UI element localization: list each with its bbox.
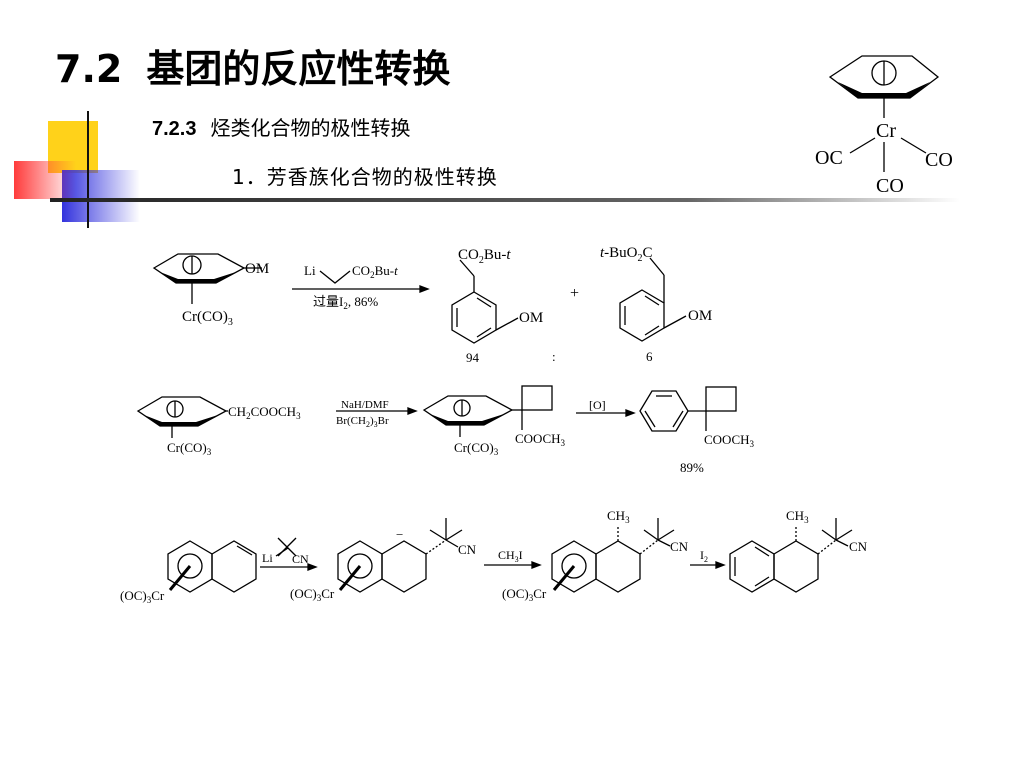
- r3-product-aromatic-ring: [729, 540, 775, 593]
- r3-product-second-ring: [773, 540, 819, 593]
- r1-reagent-li: Li: [304, 263, 316, 278]
- r3-mid2-metal: (OC)3Cr: [502, 586, 547, 603]
- r2-intermediate-group: COOCH3: [515, 431, 566, 448]
- reaction-1: OM Cr(CO)3 Li CO2Bu-t 过量I2, 86% CO2Bu-t …: [152, 245, 712, 365]
- r1-reactant-substituent: OM: [245, 261, 269, 277]
- r3-reagent-3: I2: [700, 548, 708, 564]
- subtitle-text: 烃类化合物的极性转换: [210, 116, 411, 140]
- subtitle-number: 7.2.3: [152, 118, 197, 140]
- title-number: 7.2: [55, 47, 123, 91]
- reaction-3: (OC)3Cr Li CN − CN (OC)3Cr CH3I CH3: [120, 508, 868, 605]
- section-heading: 1．芳香族化合物的极性转换: [232, 165, 498, 189]
- r1-reactant-ring: [152, 253, 246, 284]
- r1-ratio-minor: 6: [646, 349, 653, 364]
- r2-oxidant: [O]: [589, 398, 606, 412]
- complex-metal: Cr: [876, 120, 896, 142]
- r1-ratio-separator: :: [552, 349, 556, 364]
- r1-product2-substituent: OM: [688, 308, 712, 324]
- r3-reagent-2: CH3I: [498, 548, 523, 564]
- r1-product1-substituent: OM: [519, 310, 543, 326]
- r1-reactant-metal: Cr(CO)3: [182, 309, 233, 328]
- r2-intermediate-metal: Cr(CO)3: [454, 440, 499, 457]
- complex-ligand-bottom: CO: [876, 175, 904, 197]
- r3-reagent-cn: CN: [292, 552, 309, 566]
- r3-mid1-second-ring: [381, 540, 427, 593]
- r3-product-cn: CN: [849, 539, 868, 554]
- r2-reagent-bottom: Br(CH2)3Br: [336, 415, 389, 429]
- r3-mid1-cn: CN: [458, 542, 477, 557]
- r3-mid2-ch3: CH3: [607, 508, 630, 525]
- r2-yield: 89%: [680, 460, 704, 475]
- deco-horizontal-line: [50, 198, 960, 202]
- r1-reagent-ester: CO2Bu-t: [352, 263, 398, 280]
- r1-plus: +: [570, 285, 579, 302]
- r2-product-ring: [639, 390, 689, 432]
- r2-reactant-metal: Cr(CO)3: [167, 440, 212, 457]
- r3-mid2-cn: CN: [670, 539, 689, 554]
- r2-cyclobutane-1: [521, 385, 553, 411]
- r2-reactant-substituent: CH2COOCH3: [228, 404, 301, 421]
- r2-cyclobutane-2: [705, 386, 737, 412]
- r3-mid2-second-ring: [595, 540, 641, 593]
- r2-reagent-top: NaH/DMF: [341, 399, 389, 411]
- r1-product2-group: t-BuO2C: [600, 245, 653, 264]
- r2-intermediate-ring: [422, 395, 514, 426]
- r1-ratio-major: 94: [466, 350, 480, 365]
- r3-product-ch3: CH3: [786, 508, 809, 525]
- reaction-2: CH2COOCH3 Cr(CO)3 NaH/DMF Br(CH2)3Br COO…: [136, 385, 755, 475]
- r3-reagent-li: Li: [262, 551, 273, 565]
- r1-condition: 过量I2, 86%: [313, 294, 378, 311]
- slide-title: 7.2 基团的反应性转换: [55, 38, 450, 93]
- r1-product1-ring: [451, 291, 497, 344]
- complex-ligand-left: OC: [815, 147, 843, 169]
- complex-ligand-right: CO: [925, 149, 953, 171]
- slide-subtitle: 7.2.3 烃类化合物的极性转换: [152, 112, 410, 141]
- r3-reactant-second-ring: [211, 540, 257, 593]
- r2-product-group: COOCH3: [704, 432, 755, 449]
- r1-product2-ring: [619, 289, 665, 342]
- r1-product1-group: CO2Bu-t: [458, 247, 511, 266]
- r3-reactant-metal: (OC)3Cr: [120, 588, 165, 605]
- r3-mid1-metal: (OC)3Cr: [290, 586, 335, 603]
- r3-mid1-charge: −: [396, 527, 403, 542]
- title-text: 基团的反应性转换: [146, 47, 451, 91]
- chromium-tricarbonyl-complex: Cr OC CO CO: [815, 55, 953, 197]
- deco-red-square: [14, 161, 76, 199]
